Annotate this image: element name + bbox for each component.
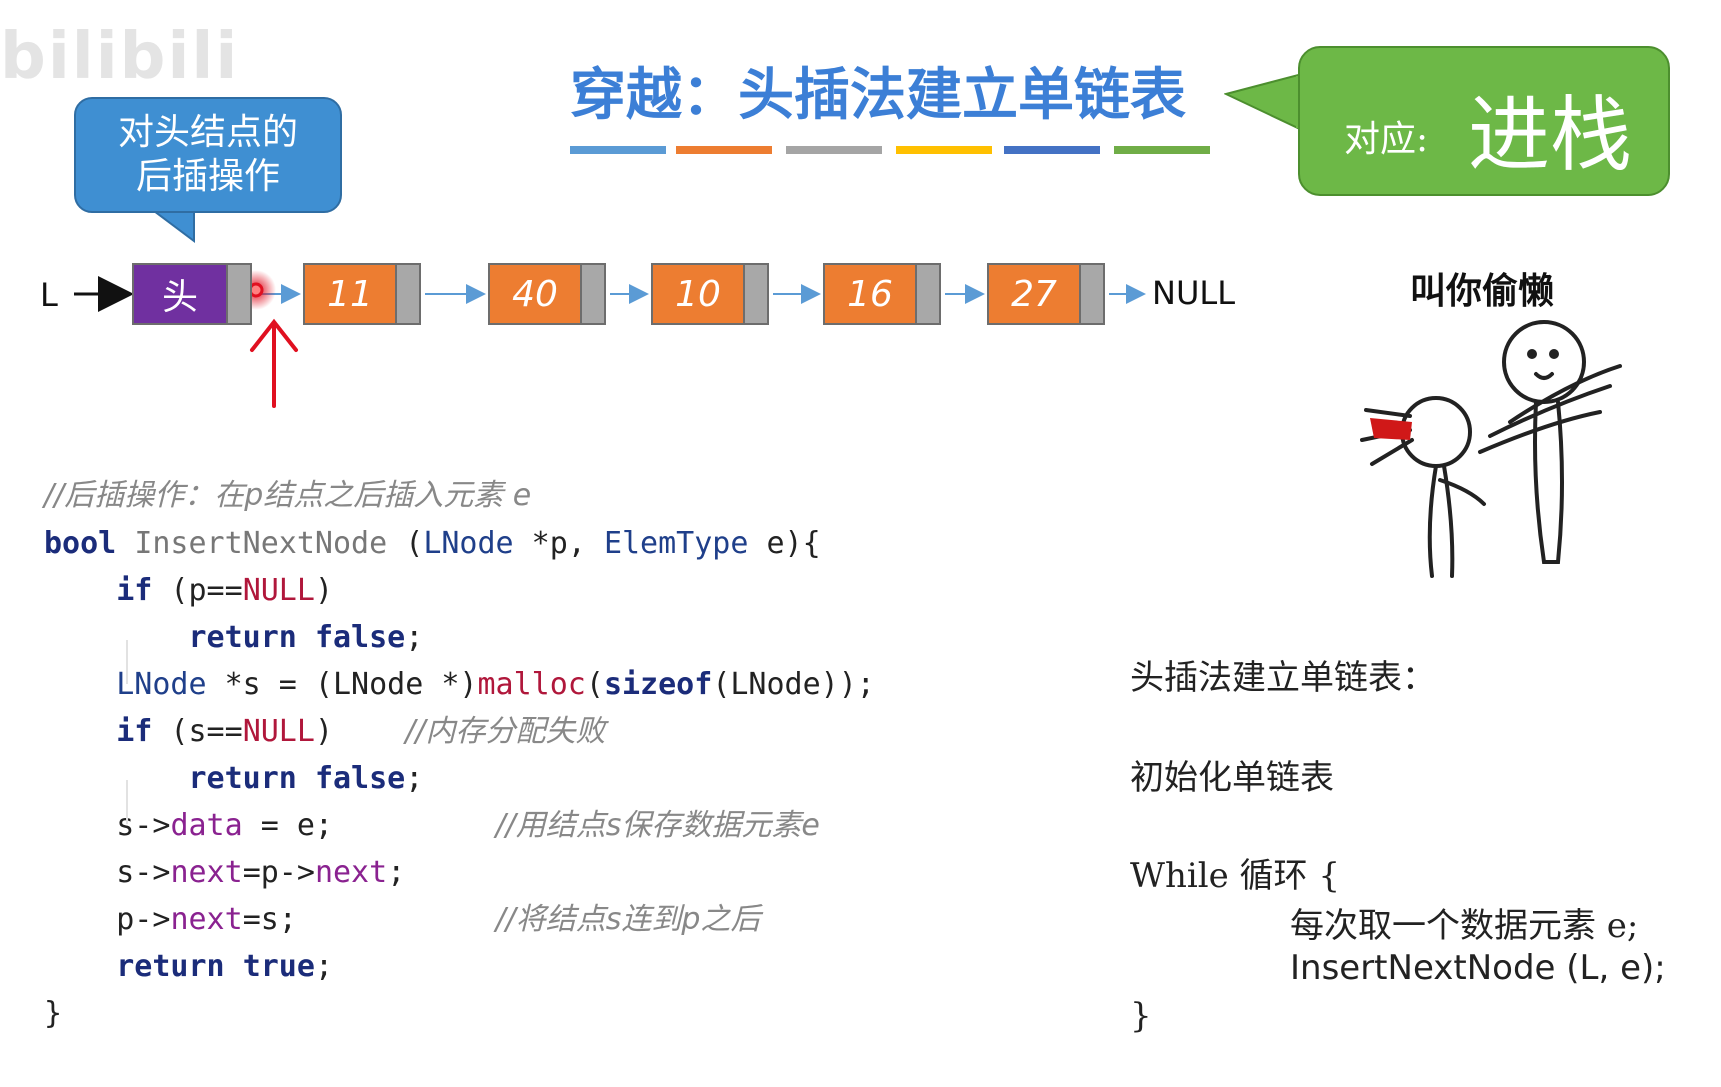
code-text: ; <box>314 949 333 984</box>
code-text: (LNode)); <box>712 667 875 702</box>
code-text: p-> <box>116 902 171 937</box>
code-indent-guide <box>126 780 128 824</box>
list-node-value: 10 <box>653 265 743 323</box>
code-text: ( <box>585 667 604 702</box>
pseudo-line: While 循环 { <box>1130 856 1340 896</box>
callout-left-line1: 对头结点的 <box>117 112 298 153</box>
code-text: s-> <box>116 808 171 843</box>
code-text: ; <box>387 855 406 890</box>
code-text: *s = (LNode *) <box>206 667 478 702</box>
code-text: s-> <box>116 855 171 890</box>
stick-figure-illustration <box>1360 320 1622 578</box>
code-comment: //内存分配失败 <box>405 714 606 749</box>
list-node-value: 11 <box>305 265 395 323</box>
callout-right-small: 对应: <box>1344 119 1429 160</box>
list-node-pointer <box>395 265 419 323</box>
pseudo-line: InsertNextNode (L, e); <box>1290 948 1666 988</box>
code-text: (p== <box>152 573 243 608</box>
title-bar-segment <box>786 146 882 154</box>
code-type: ElemType <box>603 526 749 561</box>
code-block: //后插操作：在p结点之后插入元素 e bool InsertNextNode (… <box>44 478 875 1037</box>
code-text: *p, <box>513 526 604 561</box>
code-null: NULL <box>242 573 315 608</box>
code-keyword: true <box>242 949 315 984</box>
list-node: 11 <box>303 263 421 325</box>
title-bar-segment <box>896 146 992 154</box>
title-bar-segment <box>1114 146 1210 154</box>
code-comment: //用结点s保存数据元素e <box>495 808 820 843</box>
list-node-pointer <box>915 265 939 323</box>
callout-right-big: 进栈 <box>1468 88 1633 183</box>
code-keyword: sizeof <box>603 667 713 702</box>
list-node-pointer <box>1079 265 1103 323</box>
code-keyword: if <box>116 573 153 608</box>
code-keyword: false <box>314 620 406 655</box>
list-node-value: 27 <box>989 265 1079 323</box>
code-text: } <box>44 996 63 1031</box>
pseudo-line: 头插法建立单链表： <box>1130 658 1436 698</box>
code-null: NULL <box>242 714 315 749</box>
code-text: ) <box>314 714 333 749</box>
list-node: 10 <box>651 263 769 325</box>
code-keyword: if <box>116 714 153 749</box>
watermark: bilibili <box>0 20 240 94</box>
callout-left: 对头结点的 后插操作 <box>74 97 342 213</box>
code-keyword: return <box>116 949 225 984</box>
code-text: (s== <box>152 714 243 749</box>
code-text: ; <box>405 620 424 655</box>
list-node-pointer <box>580 265 604 323</box>
code-function-name: InsertNextNode <box>134 526 388 561</box>
code-text: =p-> <box>242 855 315 890</box>
code-field: next <box>314 855 388 890</box>
code-field: data <box>170 808 243 843</box>
code-type: LNode <box>116 667 207 702</box>
code-text: = e; <box>242 808 333 843</box>
list-node-value: 40 <box>490 265 580 323</box>
pseudo-line: 每次取一个数据元素 e; <box>1290 906 1639 946</box>
code-field: next <box>170 902 243 937</box>
pseudo-line: 初始化单链表 <box>1130 758 1334 798</box>
code-text: =s; <box>242 902 297 937</box>
head-node: 头 <box>132 263 252 325</box>
code-indent-guide <box>126 640 128 684</box>
code-keyword: return <box>188 761 297 796</box>
code-keyword: false <box>314 761 406 796</box>
head-node-pointer <box>226 265 250 323</box>
code-text: e){ <box>748 526 821 561</box>
list-node: 16 <box>823 263 941 325</box>
callout-right: 对应: 进栈 <box>1298 46 1670 196</box>
code-text: ) <box>314 573 333 608</box>
insert-position-arrow <box>250 318 298 408</box>
code-text: ; <box>405 761 424 796</box>
code-comment: //后插操作：在p结点之后插入元素 e <box>44 478 532 513</box>
title-bar-segment <box>570 146 666 154</box>
title-bar-segment <box>676 146 772 154</box>
callout-left-line2: 后插操作 <box>135 156 280 197</box>
code-keyword: return <box>188 620 297 655</box>
list-head-pointer-label: L <box>40 276 58 314</box>
code-field: next <box>170 855 243 890</box>
list-node: 40 <box>488 263 606 325</box>
pseudo-line: } <box>1130 996 1152 1036</box>
code-keyword: bool <box>44 526 117 561</box>
illustration-caption: 叫你偷懒 <box>1410 271 1555 312</box>
list-node-pointer <box>743 265 767 323</box>
code-type: LNode <box>423 526 514 561</box>
list-node-value: 16 <box>825 265 915 323</box>
page-title: 穿越：头插法建立单链表 <box>570 62 1186 128</box>
code-comment: //将结点s连到p之后 <box>495 902 761 937</box>
list-node: 27 <box>987 263 1105 325</box>
title-bar-segment <box>1004 146 1100 154</box>
code-function-call: malloc <box>477 667 586 702</box>
head-node-label: 头 <box>134 265 226 323</box>
list-null-label: NULL <box>1152 274 1236 312</box>
